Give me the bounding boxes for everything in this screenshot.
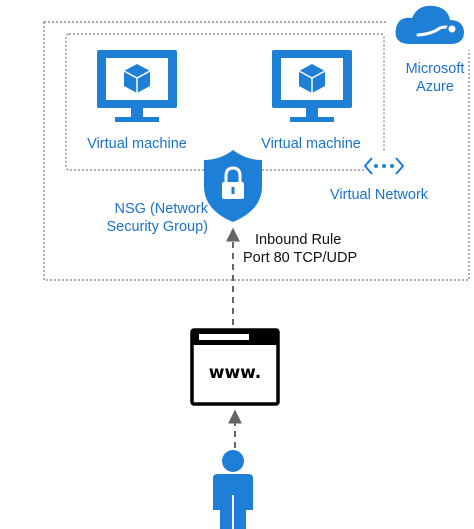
azure-label: Microsoft Azure	[396, 60, 474, 96]
virtual-machine-icon	[97, 50, 177, 122]
virtual-machine-icon	[272, 50, 352, 122]
browser-url-text: www.	[209, 363, 262, 383]
nsg-label-line1: NSG (Network	[114, 201, 208, 217]
azure-label-line2: Azure	[416, 79, 454, 95]
person-icon	[213, 450, 253, 529]
inbound-rule-line2: Port 80 TCP/UDP	[243, 250, 358, 266]
virtual-network-label: Virtual Network	[330, 187, 429, 203]
nsg-label: NSG (Network Security Group)	[88, 200, 208, 236]
vm-label-1: Virtual machine	[87, 136, 187, 152]
virtual-network-boundary	[65, 33, 385, 171]
inbound-rule-label: Inbound Rule Port 80 TCP/UDP	[243, 231, 373, 267]
azure-label-line1: Microsoft	[405, 61, 465, 77]
azure-cloud-icon	[395, 5, 464, 44]
inbound-rule-line1: Inbound Rule	[255, 232, 342, 248]
shield-lock-icon	[204, 150, 262, 222]
azure-boundary	[43, 21, 470, 281]
vm-label-2: Virtual machine	[261, 136, 361, 152]
virtual-network-icon	[363, 157, 405, 175]
browser-window-icon: www.	[190, 328, 280, 406]
nsg-label-line2: Security Group)	[106, 219, 208, 235]
